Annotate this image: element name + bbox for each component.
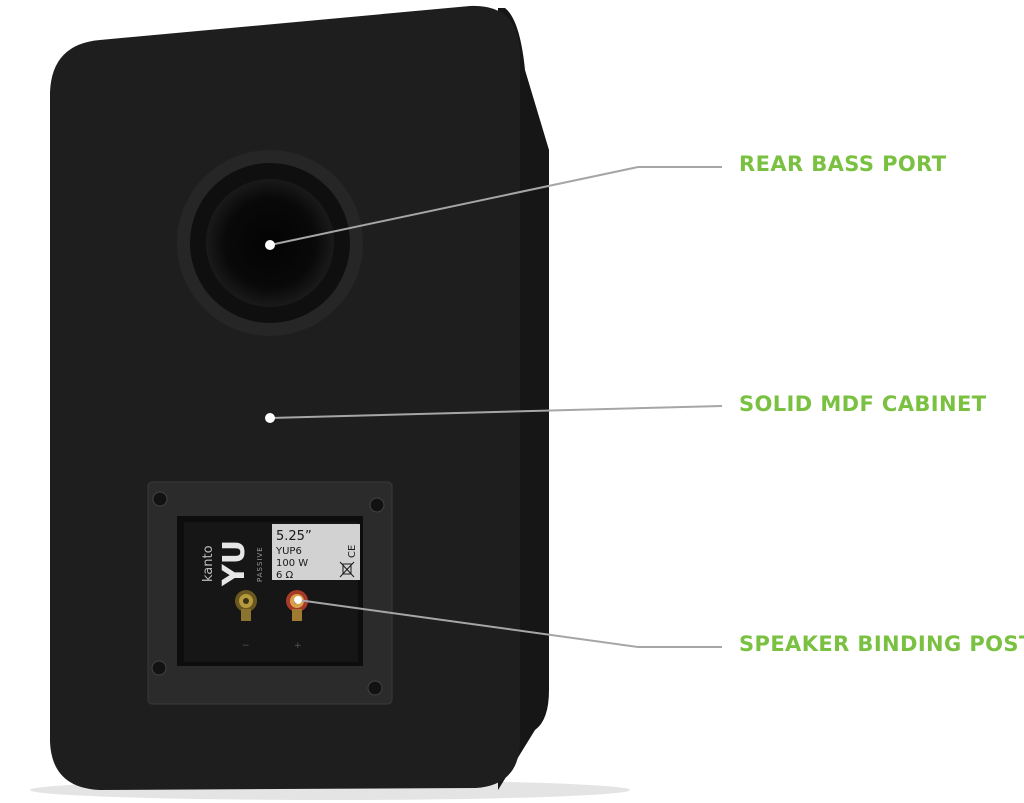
callout-leader-cabinet xyxy=(265,405,723,423)
driver-size-text: 5.25” xyxy=(276,529,312,544)
power-text: 100 W xyxy=(276,558,308,569)
callout-label-speaker-binding-post: SPEAKER BINDING POST xyxy=(739,632,1024,656)
positive-terminal-label: + xyxy=(294,641,302,651)
callout-dot xyxy=(294,596,302,604)
screw-icon xyxy=(367,680,383,696)
model-text: YUP6 xyxy=(275,546,302,557)
screw-icon xyxy=(152,491,168,507)
callout-dot xyxy=(265,240,275,250)
type-text: PASSIVE xyxy=(256,546,264,582)
impedance-text: 6 Ω xyxy=(276,570,294,581)
callout-label-rear-bass-port: REAR BASS PORT xyxy=(739,152,947,176)
terminal-plate: kanto YU PASSIVE 5.25” YUP6 100 W 6 Ω CE… xyxy=(147,481,393,705)
callout-leader-binding-post xyxy=(294,596,722,648)
screw-icon xyxy=(151,660,167,676)
callout-leader-bass-port xyxy=(265,166,722,250)
callout-dot xyxy=(265,413,275,423)
callout-label-solid-mdf-cabinet: SOLID MDF CABINET xyxy=(739,392,987,416)
model-logo-text: YU xyxy=(217,540,252,587)
negative-terminal-label: − xyxy=(242,641,250,651)
negative-binding-post xyxy=(235,590,257,621)
ce-mark-text: CE xyxy=(347,545,358,558)
brand-text: kanto xyxy=(201,545,216,582)
weee-bin-icon xyxy=(339,561,355,578)
screw-icon xyxy=(369,497,385,513)
